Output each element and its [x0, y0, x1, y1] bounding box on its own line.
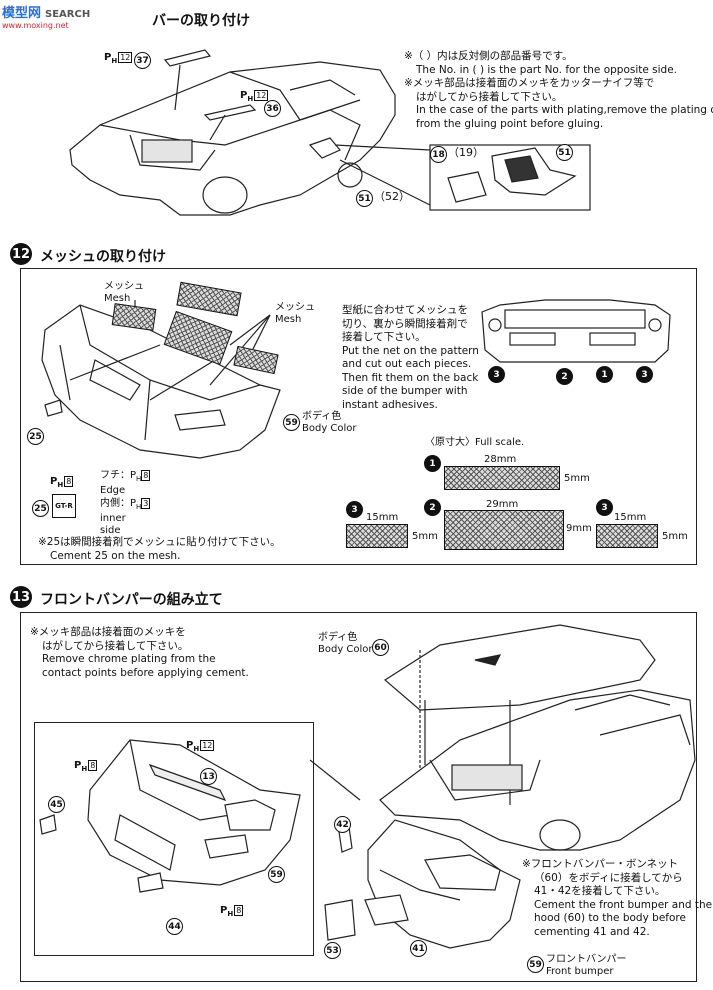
step13-part-53: 53	[324, 942, 341, 959]
detail-part-19-paren: （19）	[448, 146, 484, 159]
step12-bottom-note: ※25は瞬間接着剤でメッシュに貼り付けて下さい。 Cement 25 on th…	[38, 536, 281, 562]
gtr-emblem: GT-R	[52, 494, 76, 518]
step13-cement-note: ※フロントバンパー・ボンネット （60）をボディに接着してから 41・42を接着…	[522, 858, 713, 938]
pattern-2-mesh	[444, 510, 564, 550]
pattern-3b-mesh	[596, 524, 658, 548]
step12-part-25: 25	[32, 500, 49, 517]
grille-label-1: 1	[596, 366, 613, 383]
step12-instructions: 型紙に合わせてメッシュを 切り、裏から瞬間接着剤で 接着して下さい。 Put t…	[342, 304, 479, 411]
step11-part-36: 36	[264, 100, 281, 117]
pattern-3b-width: 15mm	[614, 512, 647, 523]
hood-part-60: 60	[372, 639, 389, 656]
step12-number: 12	[10, 243, 32, 265]
step11-title: バーの取り付け	[152, 13, 250, 29]
pattern-1-height: 5mm	[564, 473, 590, 484]
pattern-2-width: 29mm	[486, 499, 519, 510]
step11-part-51: 51	[356, 190, 373, 207]
step13-part-59-left: 59	[268, 866, 285, 883]
watermark-url: www.moxing.net	[2, 21, 69, 30]
step11-part-37: 37	[134, 52, 151, 69]
pattern-1-id: 1	[424, 455, 441, 472]
pattern-1-mesh	[444, 466, 560, 490]
grille-label-2: 2	[556, 368, 573, 385]
step13-part-45: 45	[48, 796, 65, 813]
step12-part-25-top: 25	[27, 428, 44, 445]
step13-title: フロントバンパーの組み立て	[40, 592, 223, 608]
step13-note: ※メッキ部品は接着面のメッキを はがしてから接着して下さい。 Remove ch…	[30, 626, 249, 679]
pattern-3a-height: 5mm	[412, 531, 438, 542]
pattern-3a-mesh	[346, 524, 408, 548]
step13-number: 13	[10, 586, 32, 608]
step11-notes: ※（ ）内は反対側の部品番号です。 The No. in ( ) is the …	[404, 50, 713, 130]
detail-part-18: 18	[430, 146, 447, 163]
step13-part-44: 44	[166, 918, 183, 935]
step13-part-13: 13	[200, 768, 217, 785]
pattern-3b-height: 5mm	[662, 531, 688, 542]
grille-label-3-right: 3	[636, 366, 653, 383]
pattern-2-id: 2	[424, 499, 441, 516]
detail-part-51: 51	[556, 144, 573, 161]
step12-title: メッシュの取り付け	[40, 249, 166, 265]
pattern-3b-id: 3	[596, 499, 613, 516]
grille-label-3-left: 3	[488, 366, 505, 383]
step12-part-59: 59	[283, 414, 300, 431]
pattern-1-width: 28mm	[484, 454, 517, 465]
full-scale-label: 〈原寸大〉Full scale.	[425, 437, 525, 448]
pattern-3a-id: 3	[346, 501, 363, 518]
step13-part-41: 41	[410, 940, 427, 957]
step13-part-59-right: 59	[527, 956, 544, 973]
watermark-suffix: SEARCH	[45, 9, 91, 20]
pattern-3a-width: 15mm	[366, 512, 399, 523]
step13-part-42: 42	[334, 816, 351, 833]
step11-part-52-paren: （52）	[374, 190, 410, 203]
pattern-2-height: 9mm	[566, 523, 592, 534]
watermark-brand: 模型网	[2, 6, 42, 21]
